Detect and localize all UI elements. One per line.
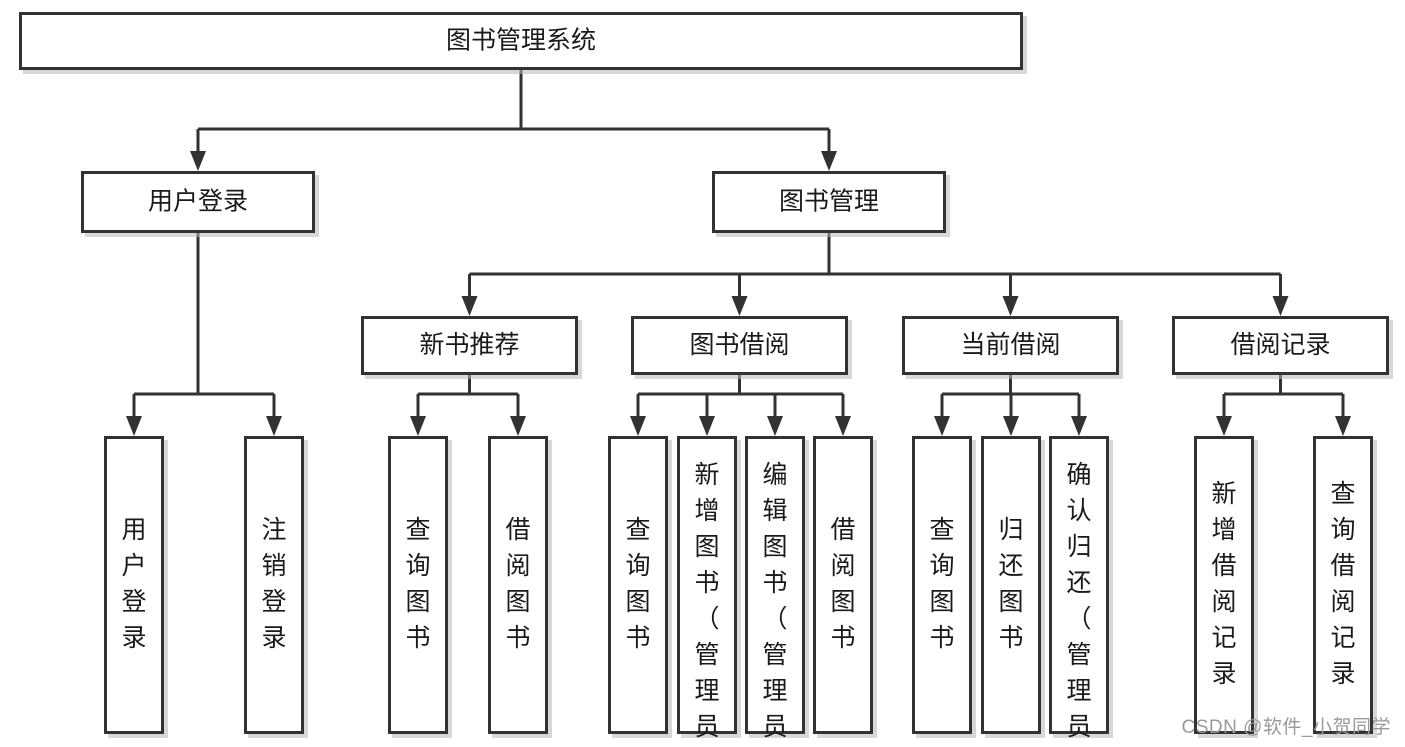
- node-label: 借阅记录: [1230, 331, 1330, 359]
- node-label: 用户登录: [148, 188, 248, 216]
- node-leaf-cur-confirm[interactable]: 确认归还（管理员）: [1049, 436, 1114, 747]
- node-leaf-cur-query[interactable]: 查询图书: [912, 436, 977, 739]
- node-label: 查询图书: [405, 516, 430, 652]
- node-box: [488, 436, 548, 734]
- edge-arrowhead-icon: [1335, 416, 1351, 436]
- node-label: 图书借阅: [689, 331, 789, 359]
- node-leaf-cur-return[interactable]: 归还图书: [981, 436, 1046, 739]
- node-box: [19, 12, 1023, 70]
- node-box: [361, 316, 578, 375]
- node-leaf-rec-add[interactable]: 新增借阅记录: [1194, 436, 1259, 739]
- edge-arrowhead-icon: [410, 416, 426, 436]
- node-label: 借阅图书: [505, 516, 530, 652]
- node-newbook[interactable]: 新书推荐: [361, 316, 583, 380]
- node-box: [81, 171, 315, 233]
- node-box: [1194, 436, 1254, 734]
- node-bookmgmt[interactable]: 图书管理: [712, 171, 951, 238]
- edge-arrowhead-icon: [821, 151, 837, 171]
- node-root[interactable]: 图书管理系统: [19, 12, 1028, 75]
- node-box: [1049, 436, 1109, 734]
- node-label: 归还图书: [998, 516, 1023, 652]
- edge-arrowhead-icon: [461, 296, 478, 316]
- node-leaf-bw-add[interactable]: 新增图书（管理员）: [677, 436, 742, 747]
- node-box: [244, 436, 304, 734]
- edge-arrowhead-icon: [126, 416, 142, 436]
- node-label: 图书管理系统: [446, 27, 596, 55]
- node-box: [677, 436, 737, 734]
- edge-arrowhead-icon: [835, 416, 851, 436]
- node-label: 编辑图书（管理员）: [762, 461, 787, 747]
- node-box: [712, 171, 946, 233]
- node-label: 图书管理: [779, 188, 879, 216]
- node-leaf-rec-query[interactable]: 查询借阅记录: [1313, 436, 1378, 739]
- node-label: 新书推荐: [419, 331, 519, 359]
- node-box: [981, 436, 1041, 734]
- node-box: [631, 316, 848, 375]
- node-box: [104, 436, 164, 734]
- node-box: [912, 436, 972, 734]
- node-borrow[interactable]: 图书借阅: [631, 316, 853, 380]
- node-label: 借阅图书: [830, 516, 855, 652]
- edge-arrowhead-icon: [1272, 296, 1289, 316]
- node-box: [745, 436, 805, 734]
- edge-arrowhead-icon: [699, 416, 715, 436]
- edge-arrowhead-icon: [767, 416, 783, 436]
- node-label: 新增借阅记录: [1211, 480, 1236, 688]
- node-record[interactable]: 借阅记录: [1172, 316, 1394, 380]
- node-box: [608, 436, 668, 734]
- node-label: 注销登录: [261, 516, 286, 652]
- node-leaf-user-logout[interactable]: 注销登录: [244, 436, 309, 739]
- edge-arrowhead-icon: [731, 296, 748, 316]
- node-label: 新增图书（管理员）: [694, 461, 719, 747]
- edge-arrowhead-icon: [190, 151, 206, 171]
- node-box: [1313, 436, 1373, 734]
- node-label: 查询图书: [625, 516, 650, 652]
- node-login[interactable]: 用户登录: [81, 171, 320, 238]
- node-label: 确认归还（管理员）: [1066, 461, 1091, 747]
- edge-arrowhead-icon: [934, 416, 950, 436]
- node-label: 当前借阅: [960, 331, 1060, 359]
- edge-arrowhead-icon: [510, 416, 526, 436]
- node-leaf-user-login[interactable]: 用户登录: [104, 436, 169, 739]
- edge-arrowhead-icon: [266, 416, 282, 436]
- node-box: [813, 436, 873, 734]
- node-label: 用户登录: [121, 516, 146, 652]
- node-box: [902, 316, 1119, 375]
- node-leaf-bw-edit[interactable]: 编辑图书（管理员）: [745, 436, 810, 747]
- node-leaf-nb-query[interactable]: 查询图书: [388, 436, 453, 739]
- node-leaf-bw-query[interactable]: 查询图书: [608, 436, 673, 739]
- node-leaf-nb-borrow[interactable]: 借阅图书: [488, 436, 553, 739]
- edge-arrowhead-icon: [630, 416, 646, 436]
- edge-arrowhead-icon: [1002, 296, 1019, 316]
- connector-layer: [126, 70, 1351, 436]
- edge-arrowhead-icon: [1003, 416, 1019, 436]
- node-box: [1172, 316, 1389, 375]
- node-label: 查询图书: [929, 516, 954, 652]
- node-box: [388, 436, 448, 734]
- node-label: 查询借阅记录: [1330, 480, 1355, 688]
- node-current[interactable]: 当前借阅: [902, 316, 1124, 380]
- edge-arrowhead-icon: [1216, 416, 1232, 436]
- node-layer: 图书管理系统用户登录图书管理新书推荐图书借阅当前借阅借阅记录用户登录注销登录查询…: [19, 12, 1394, 747]
- edge-arrowhead-icon: [1071, 416, 1087, 436]
- node-leaf-bw-borrow[interactable]: 借阅图书: [813, 436, 878, 739]
